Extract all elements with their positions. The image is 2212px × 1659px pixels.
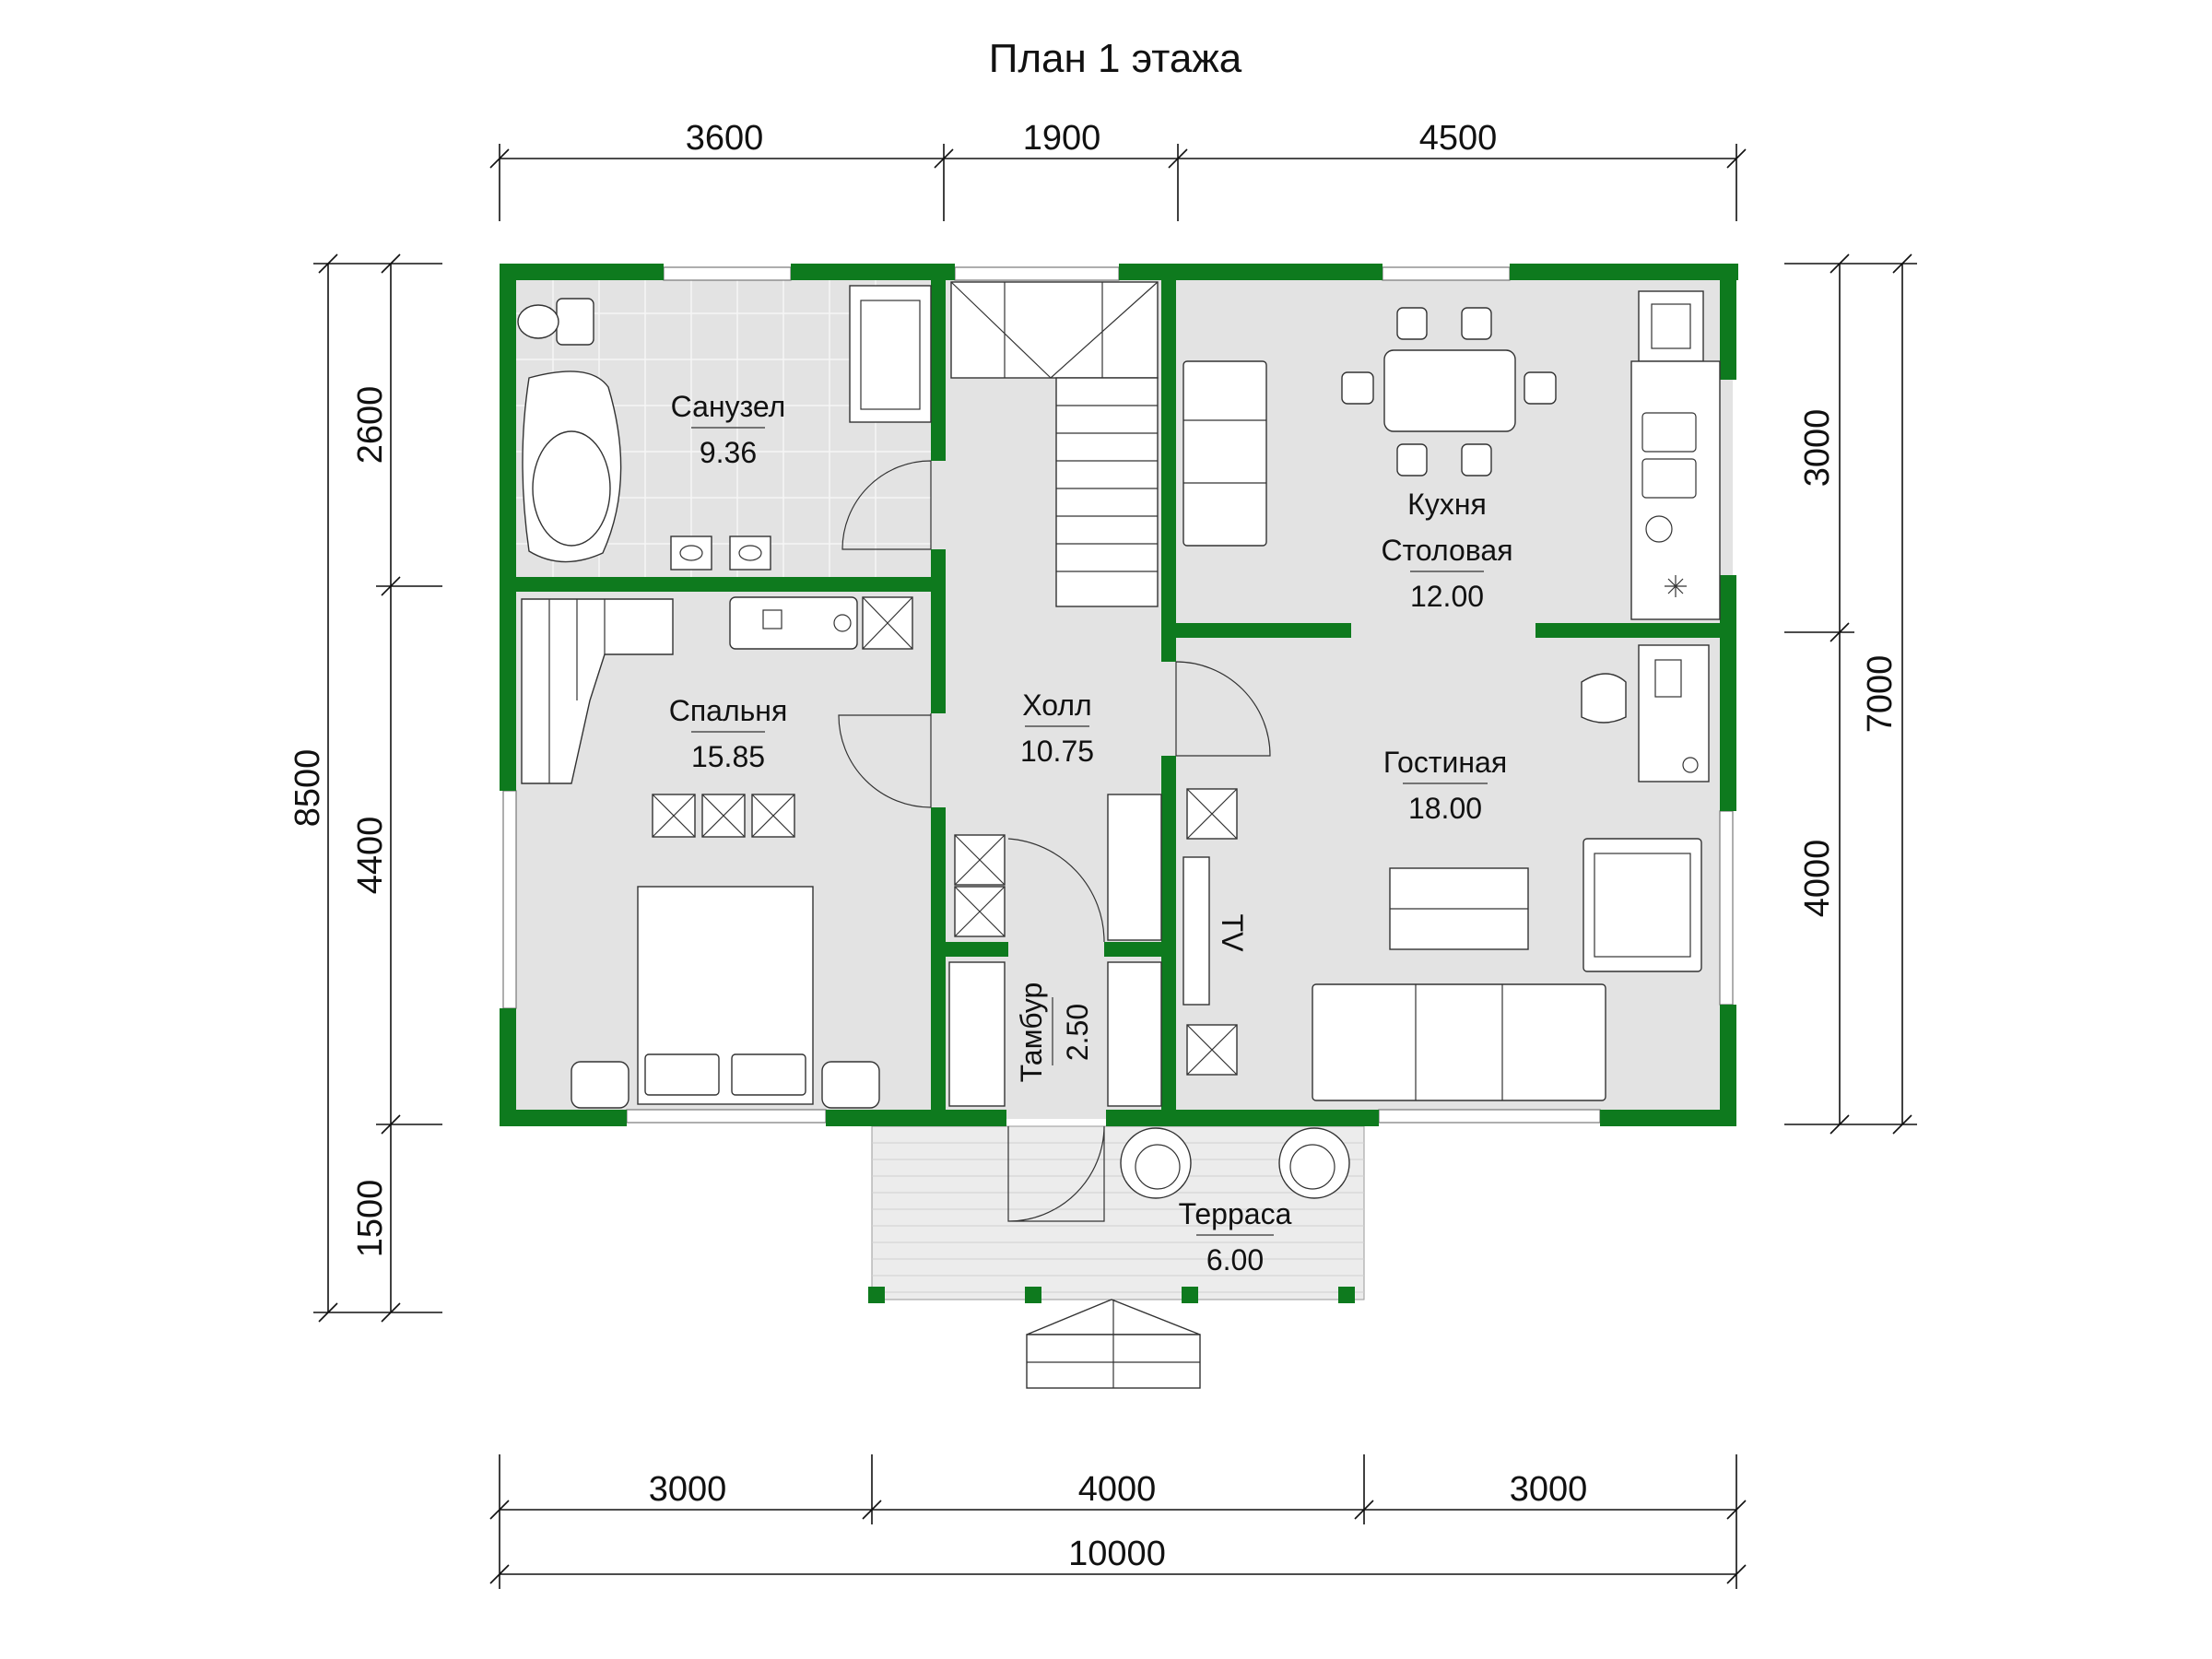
dim-left-3: 1500 (351, 1180, 390, 1258)
room-label-kitchen: Кухня Столовая 12.00 (1381, 488, 1512, 613)
room-area: 18.00 (1408, 792, 1482, 825)
dimension-top: 3600 1900 4500 (489, 119, 1747, 221)
plan-title: План 1 этажа (989, 36, 1242, 81)
dim-bottom-3: 3000 (1510, 1470, 1588, 1509)
bathtub-icon (522, 371, 622, 563)
chair-icon (1341, 307, 1557, 477)
living-storage-icon (1186, 788, 1238, 1076)
room-name: Спальня (669, 694, 788, 727)
dim-total: 10000 (1068, 1535, 1166, 1573)
room-label-terrace: Терраса 6.00 (1179, 1197, 1292, 1277)
room-area: 2.50 (1061, 1004, 1094, 1061)
room-name: Кухня (1407, 488, 1487, 521)
kitchen-counter-icon (1630, 360, 1721, 620)
sofa-icon (1312, 983, 1606, 1101)
dimension-right: 3000 4000 7000 (1784, 253, 1917, 1135)
dimension-bottom: 3000 4000 3000 10000 (489, 1454, 1747, 1589)
terrace-steps-icon (1026, 1299, 1201, 1389)
dim-right-2: 4000 (1798, 840, 1837, 918)
dim-left-2: 4400 (351, 817, 390, 895)
door-swing-icon[interactable] (838, 460, 1271, 1222)
dim-bottom-2: 4000 (1078, 1470, 1157, 1509)
room-name: Холл (1022, 688, 1091, 722)
shower-icon (849, 285, 932, 423)
dim-bottom-1: 3000 (649, 1470, 727, 1509)
hall-storage-icon (948, 794, 1162, 1107)
room-area: 15.85 (691, 740, 765, 773)
office-chair-icon (1581, 673, 1627, 724)
dimension-left: 8500 2600 4400 1500 (288, 253, 442, 1323)
stove-icon (1638, 290, 1704, 362)
coffee-table-icon (1389, 867, 1529, 950)
wardrobe-icon (521, 598, 674, 784)
room-name: Терраса (1179, 1197, 1292, 1230)
room-label-living: Гостиная 18.00 (1383, 746, 1507, 825)
room-label-bedroom: Спальня 15.85 (669, 694, 788, 773)
room-name: Санузел (671, 390, 786, 423)
room-name: Гостиная (1383, 746, 1507, 779)
dim-right-outer: 7000 (1861, 655, 1900, 734)
sink-icon (670, 535, 771, 571)
room-name: Тамбур (1015, 982, 1048, 1083)
desk-icon (1638, 644, 1710, 782)
windows (502, 266, 1734, 1124)
room-name-secondary: Столовая (1381, 534, 1512, 567)
room-area: 12.00 (1410, 580, 1484, 613)
dim-left-1: 2600 (351, 386, 390, 465)
dim-left-outer: 8500 (288, 749, 327, 828)
walls (500, 264, 1738, 1303)
room-area: 6.00 (1206, 1243, 1264, 1277)
tv-label: TV (1216, 914, 1249, 953)
tv-unit-icon: TV (1182, 856, 1249, 1006)
room-label-vestibule: Тамбур 2.50 (1015, 982, 1094, 1083)
dim-right-1: 3000 (1798, 409, 1837, 488)
bed-icon (571, 886, 880, 1109)
storage-box-icon (652, 596, 913, 838)
room-label-bath: Санузел 9.36 (671, 390, 786, 469)
room-area: 10.75 (1020, 735, 1094, 768)
terrace-chair-icon (1120, 1127, 1350, 1199)
dresser-icon (729, 596, 858, 650)
table-icon (1383, 349, 1516, 432)
stairs-icon (950, 281, 1159, 607)
dim-top-1: 3600 (686, 119, 764, 158)
room-label-hall: Холл 10.75 (1020, 688, 1094, 768)
armchair-icon (1583, 838, 1702, 972)
dim-top-3: 4500 (1419, 119, 1498, 158)
toilet-icon (517, 298, 594, 346)
sofa-icon (1182, 360, 1267, 547)
room-area: 9.36 (700, 436, 757, 469)
dim-top-2: 1900 (1023, 119, 1101, 158)
